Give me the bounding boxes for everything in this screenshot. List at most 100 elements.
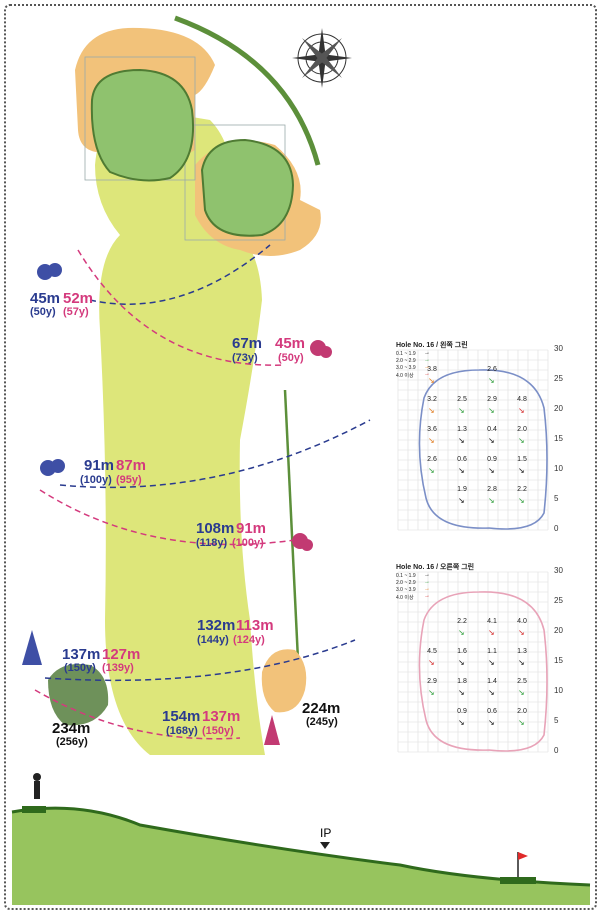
dist-blue-y-1: (50y) bbox=[30, 306, 56, 318]
slope-arrow-icon: ↘ bbox=[458, 496, 465, 505]
axis-tick-label: 5 bbox=[554, 494, 559, 503]
slope-value: 3.6 bbox=[427, 426, 437, 433]
dist-pink-y-3: (95y) bbox=[116, 474, 142, 486]
dist-blue-y-4: (118y) bbox=[196, 537, 228, 549]
axis-tick-label: 10 bbox=[554, 464, 563, 473]
slope-value: 1.3 bbox=[517, 648, 527, 655]
slope-arrow-icon: ↘ bbox=[518, 628, 525, 637]
slope-arrow-icon: ↘ bbox=[518, 496, 525, 505]
flag-icon bbox=[517, 852, 528, 877]
legend-arrow-icon: → bbox=[424, 350, 430, 356]
ip-marker bbox=[320, 842, 330, 849]
slope-arrow-icon: ↘ bbox=[518, 688, 525, 697]
slope-arrow-icon: ↘ bbox=[428, 466, 435, 475]
slope-value: 4.8 bbox=[517, 396, 527, 403]
slope-arrow-icon: ↘ bbox=[428, 376, 435, 385]
hazard-pond bbox=[48, 664, 109, 726]
dist-pink-y-2: (50y) bbox=[278, 352, 304, 364]
axis-tick-label: 30 bbox=[554, 566, 563, 575]
dist-blue-7: 154m bbox=[162, 708, 201, 725]
legend-item: 3.0 ~ 3.9 bbox=[396, 365, 416, 371]
slope-value: 2.5 bbox=[517, 678, 527, 685]
slope-value: 1.5 bbox=[517, 456, 527, 463]
green-outline bbox=[418, 369, 548, 530]
axis-tick-label: 30 bbox=[554, 344, 563, 353]
dist-pink-1: 52m bbox=[63, 290, 94, 307]
green-grid-svg bbox=[397, 571, 549, 753]
green-chart-title: Hole No. 16 / 오른쪽 그린 bbox=[396, 564, 475, 571]
green-outline bbox=[418, 591, 548, 752]
slope-value: 0.4 bbox=[487, 426, 497, 433]
slope-arrow-icon: ↘ bbox=[488, 688, 495, 697]
slope-value: 1.9 bbox=[457, 486, 467, 493]
dist-blue-5: 132m bbox=[197, 617, 236, 634]
slope-value: 4.1 bbox=[487, 618, 497, 625]
slope-value: 2.9 bbox=[427, 678, 437, 685]
tree-icon bbox=[264, 715, 280, 745]
axis-tick-label: 20 bbox=[554, 404, 563, 413]
dist-pink-y-5: (124y) bbox=[233, 634, 265, 646]
slope-arrow-icon: ↘ bbox=[428, 658, 435, 667]
legend-arrow-icon: → bbox=[424, 579, 430, 585]
dist-blue-4: 108m bbox=[196, 520, 235, 537]
slope-arrow-icon: ↘ bbox=[458, 406, 465, 415]
green-right bbox=[200, 138, 295, 237]
legend-item: 2.0 ~ 2.9 bbox=[396, 358, 416, 364]
dist-blue-6: 137m bbox=[62, 646, 101, 663]
dist-blue-2: 67m bbox=[232, 335, 263, 352]
legend-arrow-icon: → bbox=[424, 593, 430, 599]
slope-value: 0.6 bbox=[487, 708, 497, 715]
slope-arrow-icon: ↘ bbox=[428, 688, 435, 697]
slope-arrow-icon: ↘ bbox=[458, 628, 465, 637]
axis-tick-label: 20 bbox=[554, 626, 563, 635]
legend-item: 0.1 ~ 1.9 bbox=[396, 573, 416, 579]
axis-tick-label: 15 bbox=[554, 656, 563, 665]
dist-pink-5: 113m bbox=[236, 617, 274, 634]
slope-value: 1.1 bbox=[487, 648, 497, 655]
dist-blue-y-6: (150y) bbox=[64, 662, 96, 674]
slope-value: 2.9 bbox=[487, 396, 497, 403]
slope-arrow-icon: ↘ bbox=[488, 436, 495, 445]
legend-item: 4.0 이상 bbox=[396, 373, 414, 379]
slope-arrow-icon: ↘ bbox=[518, 718, 525, 727]
legend-item: 0.1 ~ 1.9 bbox=[396, 351, 416, 357]
legend-arrow-icon: → bbox=[424, 586, 430, 592]
axis-tick-label: 25 bbox=[554, 596, 563, 605]
slope-value: 1.4 bbox=[487, 678, 497, 685]
slope-arrow-icon: ↘ bbox=[518, 466, 525, 475]
dist-black-8: 224m bbox=[302, 700, 341, 717]
slope-value: 0.9 bbox=[457, 708, 467, 715]
dist-pink-3: 87m bbox=[116, 457, 147, 474]
dist-black-y-9: (256y) bbox=[56, 736, 88, 748]
slope-arrow-icon: ↘ bbox=[488, 496, 495, 505]
green-left bbox=[90, 68, 194, 182]
slope-value: 0.6 bbox=[457, 456, 467, 463]
slope-value: 0.9 bbox=[487, 456, 497, 463]
fairway bbox=[95, 109, 265, 756]
slope-value: 4.0 bbox=[517, 618, 527, 625]
slope-arrow-icon: ↘ bbox=[488, 376, 495, 385]
dist-pink-y-4: (100y) bbox=[232, 537, 264, 549]
slope-value: 3.2 bbox=[427, 396, 437, 403]
map-frame bbox=[4, 4, 597, 910]
green-profile bbox=[500, 877, 536, 884]
tree-icon bbox=[22, 630, 42, 665]
slope-arrow-icon: ↘ bbox=[458, 658, 465, 667]
slope-arrow-icon: ↘ bbox=[488, 406, 495, 415]
dist-blue-1: 45m bbox=[30, 290, 61, 307]
slope-value: 2.6 bbox=[427, 456, 437, 463]
dist-pink-6: 127m bbox=[102, 646, 141, 663]
golfer-icon bbox=[33, 773, 41, 799]
slope-value: 2.8 bbox=[487, 486, 497, 493]
slope-arrow-icon: ↘ bbox=[428, 436, 435, 445]
elevation-profile bbox=[12, 808, 590, 905]
slope-arrow-icon: ↘ bbox=[488, 466, 495, 475]
dist-pink-y-1: (57y) bbox=[63, 306, 89, 318]
slope-value: 1.8 bbox=[457, 678, 467, 685]
bunker-bottom-right bbox=[261, 649, 307, 713]
dist-pink-7: 137m bbox=[202, 708, 241, 725]
axis-tick-label: 10 bbox=[554, 686, 563, 695]
slope-arrow-icon: ↘ bbox=[458, 718, 465, 727]
dist-pink-4: 91m bbox=[236, 520, 267, 537]
